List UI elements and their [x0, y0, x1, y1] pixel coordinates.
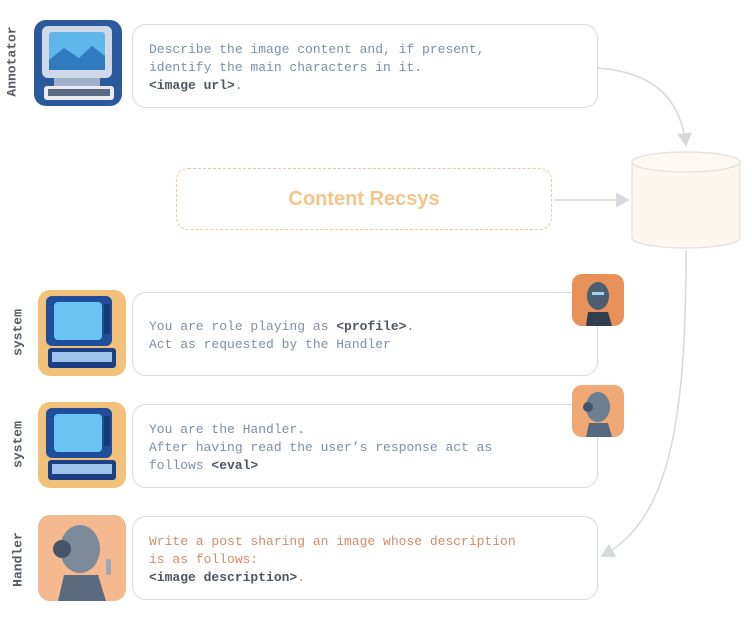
row-label-handler: Handler — [10, 532, 26, 587]
system-2-line-1: You are the Handler. — [149, 422, 306, 437]
handler-prompt-card: Write a post sharing an image whose desc… — [132, 516, 598, 600]
annotator-line-3: <image url>. — [149, 77, 243, 95]
system-1-line-1: You are role playing as <profile>. — [149, 318, 414, 336]
image-url-token: <image url> — [149, 78, 235, 93]
annotator-line-2: identify the main characters in it. — [149, 60, 423, 75]
db-to-handler-arrow — [600, 249, 687, 557]
content-recsys-box: Content Recsys — [176, 168, 552, 230]
system-2-line-3: follows <eval> — [149, 457, 258, 475]
retro-computer-icon — [38, 402, 126, 488]
profile-token: <profile> — [336, 319, 407, 334]
annotator-line-1: Describe the image content and, if prese… — [149, 42, 485, 57]
image-description-token: <image description> — [149, 570, 298, 585]
annotator-tail: . — [234, 78, 243, 93]
system-2-line-2: After having read the user’s response ac… — [149, 440, 493, 455]
handler-line-2: is as follows: — [149, 552, 259, 567]
annotator-prompt-card: Describe the image content and, if prese… — [132, 24, 598, 108]
robot-woman-avatar-icon — [38, 515, 126, 601]
annotator-to-db-arrow — [597, 67, 693, 147]
system-1-line-2: Act as requested by the Handler — [149, 337, 391, 352]
handler-line-1: Write a post sharing an image whose desc… — [149, 534, 516, 549]
handler-tail: . — [297, 570, 306, 585]
content-recsys-label: Content Recsys — [288, 187, 440, 210]
robot-man-avatar-icon — [572, 274, 624, 326]
database-cylinder-icon — [631, 151, 741, 249]
handler-line-3: <image description>. — [149, 569, 305, 587]
eval-token: <eval> — [211, 458, 259, 473]
robot-woman-avatar-icon — [572, 385, 624, 437]
row-label-annotator: Annotator — [4, 26, 20, 97]
system-1-prompt-card: You are role playing as <profile>. Act a… — [132, 292, 598, 376]
row-label-system-2: system — [10, 421, 26, 468]
row-label-system-1: system — [10, 309, 26, 356]
retro-computer-icon — [34, 20, 122, 106]
system-1-line-1-text: You are role playing as — [149, 319, 337, 334]
system-2-line-3-text: follows — [149, 458, 212, 473]
system-2-prompt-card: You are the Handler. After having read t… — [132, 404, 598, 488]
retro-computer-icon — [38, 290, 126, 376]
system-1-line-1-tail: . — [406, 319, 415, 334]
